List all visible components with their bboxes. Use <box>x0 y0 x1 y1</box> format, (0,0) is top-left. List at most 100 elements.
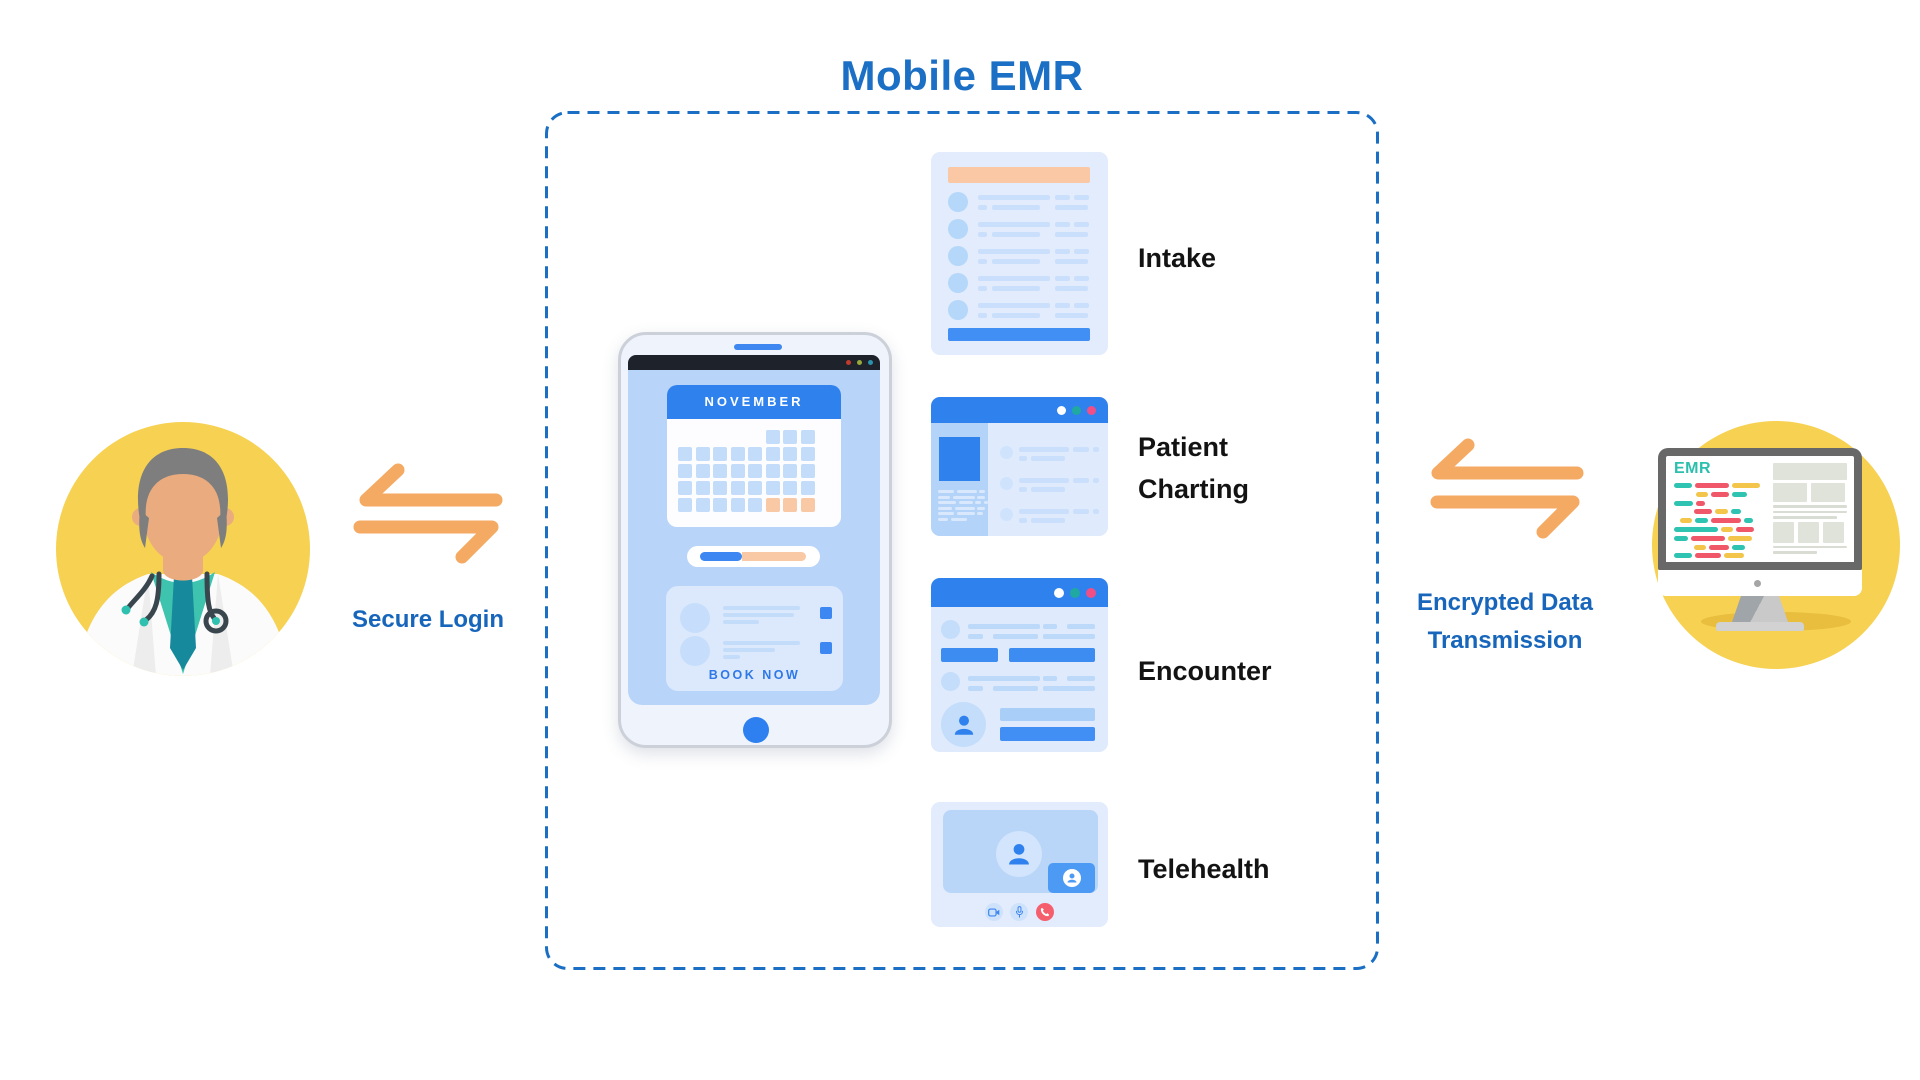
code-lines <box>1674 483 1772 562</box>
window-dot-teal <box>1070 587 1080 598</box>
window-dot-white <box>1057 405 1066 415</box>
calendar-cell <box>765 447 780 461</box>
calendar-cell <box>696 430 710 444</box>
tablet-speaker <box>734 344 782 350</box>
form-submit-bar <box>948 328 1090 341</box>
placeholder-line <box>1074 276 1089 281</box>
placeholder-line <box>1055 259 1088 264</box>
placeholder-line <box>978 286 987 291</box>
code-segment <box>1695 553 1721 559</box>
mic-icon <box>1015 906 1023 918</box>
placeholder-line <box>1055 249 1070 254</box>
emr-screen-title: EMR <box>1674 460 1712 477</box>
placeholder-line <box>978 232 987 237</box>
calendar-cell <box>748 464 762 478</box>
code-segment <box>1744 518 1753 524</box>
tablet-screen: NOVEMBER BOOK NOW <box>628 370 880 705</box>
calendar-cell <box>748 498 762 512</box>
action-button-placeholder <box>1009 648 1095 662</box>
appointment-list-card: BOOK NOW <box>666 586 843 691</box>
person-icon <box>1067 873 1076 883</box>
calendar-cell <box>695 498 710 512</box>
placeholder-line <box>992 205 1040 210</box>
mic-button <box>1010 903 1028 921</box>
video-call-area <box>943 810 1098 893</box>
avatar-placeholder <box>948 192 968 212</box>
window-header <box>931 397 1108 423</box>
encrypted-label-line2: Transmission <box>1427 627 1583 654</box>
placeholder-line <box>1073 447 1089 452</box>
placeholder-line <box>1055 303 1070 308</box>
avatar-placeholder <box>680 636 710 666</box>
encounter-card <box>931 578 1108 752</box>
placeholder-line <box>978 222 1050 227</box>
feature-label-telehealth: Telehealth <box>1138 854 1270 884</box>
calendar-cell <box>730 498 745 512</box>
patient-photo-placeholder <box>939 437 980 481</box>
calendar-cell <box>730 481 745 495</box>
code-segment <box>1732 483 1760 488</box>
code-segment <box>1694 509 1712 515</box>
avatar-placeholder <box>948 273 968 293</box>
placeholder-line <box>1074 303 1089 308</box>
placeholder-line <box>1019 478 1069 483</box>
telehealth-card <box>931 802 1108 927</box>
page-wireframe <box>1773 463 1847 557</box>
encrypted-transmission-arrows-icon <box>1430 438 1584 539</box>
form-header-bar <box>948 167 1090 183</box>
calendar-cell <box>678 430 692 444</box>
calendar-cell <box>765 481 780 495</box>
placeholder-line <box>1055 313 1088 318</box>
window-dot-pink <box>1087 405 1096 415</box>
monitor-screen: EMR <box>1658 448 1862 570</box>
code-line <box>1674 500 1772 506</box>
placeholder-line <box>1093 447 1099 452</box>
code-segment <box>1674 535 1688 541</box>
intake-form-row <box>948 217 1091 244</box>
calendar-cell <box>713 498 727 512</box>
code-line <box>1674 553 1772 559</box>
calendar-month-header: NOVEMBER <box>667 385 841 419</box>
stethoscope <box>125 571 229 634</box>
calendar-cell <box>713 464 727 478</box>
placeholder-line <box>1019 518 1027 523</box>
code-line <box>1674 518 1772 524</box>
secure-login-label: Secure Login <box>351 606 505 633</box>
monitor-stand <box>1732 596 1788 622</box>
progress-segment-blue <box>700 552 742 561</box>
caller-avatar <box>996 831 1042 877</box>
calendar-cell <box>695 447 710 461</box>
placeholder-line <box>1055 286 1088 291</box>
calendar-cell <box>765 430 780 444</box>
calendar-cell <box>765 464 780 478</box>
avatar-placeholder <box>1000 446 1013 459</box>
monitor-chin <box>1658 570 1862 596</box>
avatar-placeholder <box>1000 477 1013 490</box>
placeholder-line <box>978 313 987 318</box>
code-segment <box>1721 526 1733 532</box>
calendar-cell <box>800 430 815 444</box>
code-line <box>1674 509 1772 515</box>
code-segment <box>1724 553 1744 559</box>
avatar-placeholder <box>948 300 968 320</box>
code-line <box>1674 526 1772 532</box>
calendar-cell <box>800 464 815 478</box>
feature-label-encounter: Encounter <box>1138 656 1272 686</box>
placeholder-line <box>723 655 740 659</box>
camera-button <box>985 903 1003 921</box>
placeholder-line <box>1055 205 1088 210</box>
placeholder-line <box>1073 509 1089 514</box>
progress-segment-peach <box>742 552 806 561</box>
note-bar <box>1000 708 1095 721</box>
intake-form-row <box>948 298 1091 325</box>
code-line <box>1674 483 1772 488</box>
code-segment <box>1731 509 1741 515</box>
code-segment <box>1695 483 1729 488</box>
tablet-browser-bar <box>628 355 880 370</box>
calendar-cell <box>713 481 727 495</box>
code-segment <box>1711 491 1729 497</box>
calendar-grid <box>678 430 815 512</box>
encrypted-transmission-label: Encrypted Data Transmission <box>1380 584 1630 660</box>
code-line <box>1674 544 1772 550</box>
